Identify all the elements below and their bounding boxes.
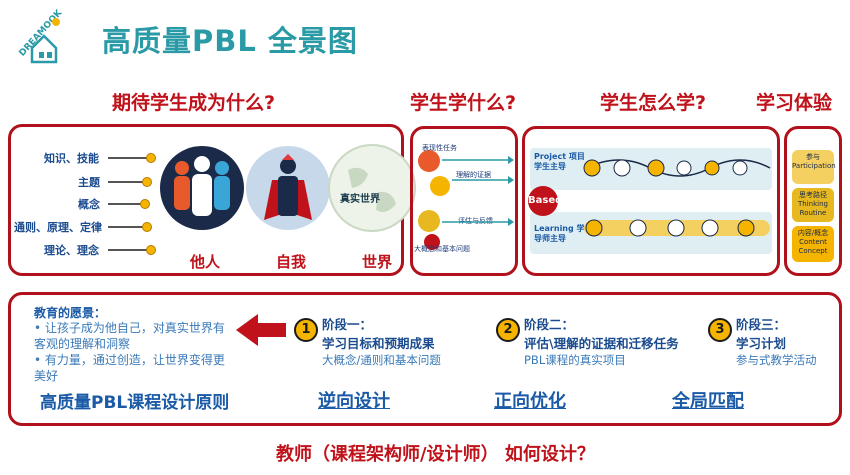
globe-icon [348, 167, 396, 212]
connector-dot [146, 153, 156, 163]
link-global-alignment[interactable]: 全局匹配 [672, 391, 744, 412]
link-forward-optimization[interactable]: 正向优化 [494, 391, 566, 412]
heading-what: 学生学什么? [410, 92, 517, 114]
red-arrow-icon [236, 314, 286, 346]
vision-heading: 教育的愿景： [34, 306, 107, 320]
label-self: 自我 [276, 253, 307, 271]
stage-2: 阶段二： 评估\理解的证据和迁移任务 PBL课程的真实项目 [524, 314, 704, 368]
connector-dot [142, 177, 152, 187]
label-principle: 通则、原理、定律 [14, 221, 102, 234]
link-backward-design[interactable]: 逆向设计 [318, 391, 390, 412]
page-title: 高质量PBL 全景图 [102, 24, 358, 58]
task-icon [418, 150, 440, 172]
vision-bullet-1: • 让孩子成为他自己，对真实世界有客观的理解和洞察 [34, 321, 225, 351]
design-panel [8, 292, 842, 426]
vision-bullet-2: • 有力量，通过创造，让世界变得更美好 [34, 353, 225, 383]
how-panel [522, 126, 780, 276]
what-item-bigidea: 大概念和基本问题 [414, 245, 470, 253]
label-theory: 理论、理念 [44, 244, 99, 257]
exp-participation: 参与 Participation [792, 150, 836, 184]
world-inner-label: 真实世界 [340, 194, 380, 205]
heading-how: 学生怎么学? [600, 92, 707, 114]
what-item-task: 表现性任务 [422, 144, 457, 152]
what-item-feedback: 评估与反馈 [458, 217, 493, 225]
bigidea-icon [424, 234, 440, 250]
stage-sub: PBL课程的真实项目 [524, 353, 626, 367]
others-circle [160, 146, 244, 230]
vision-bullet-text: 有力量，通过创造，让世界变得更美好 [34, 353, 225, 383]
how-flow [583, 159, 771, 237]
footer-question: 教师（课程架构师/设计师） 如何设计？ [276, 444, 595, 465]
tick-bar [107, 150, 109, 255]
label-knowledge: 知识、技能 [44, 152, 99, 165]
stage-3: 阶段三： 学习计划 参与式教学活动 [736, 314, 836, 368]
stage-title: 阶段二： [524, 317, 575, 332]
label-theme: 主题 [78, 176, 100, 189]
label-concept: 概念 [78, 198, 100, 211]
stage-sub: 参与式教学活动 [736, 353, 817, 367]
experience-panel [784, 126, 842, 276]
world-circle [328, 144, 416, 232]
principles-label: 高质量PBL课程设计原则 [40, 393, 230, 413]
people-icon [174, 156, 230, 216]
feedback-icon [418, 210, 440, 232]
dreamook-logo: DREAMOOK [8, 7, 68, 66]
hero-icon [264, 154, 312, 220]
exp-thinking: 思考路径 Thinking Routine [792, 188, 834, 222]
stage-bold: 评估\理解的证据和迁移任务 [524, 336, 679, 351]
project-label: Project 项目 学生主导 [534, 152, 585, 171]
stage-sub: 大概念/通则和基本问题 [322, 353, 441, 367]
connector-line [108, 157, 148, 159]
label-others: 他人 [190, 253, 221, 271]
connector-line [108, 249, 148, 251]
label-world: 世界 [362, 253, 393, 271]
heading-expect: 期待学生成为什么? [112, 92, 276, 114]
connector-line [108, 203, 142, 205]
stage-bold: 学习计划 [736, 336, 787, 351]
stage-bold: 学习目标和预期成果 [322, 336, 435, 351]
stage-title: 阶段一： [322, 317, 373, 332]
connector-dot [142, 222, 152, 232]
stage-1: 阶段一： 学习目标和预期成果 大概念/通则和基本问题 [322, 314, 482, 368]
stage-number-2: 2 [496, 318, 520, 342]
what-arrows [442, 156, 514, 226]
stage-number-3: 3 [708, 318, 732, 342]
based-badge: Based [528, 186, 562, 216]
evidence-icon [430, 176, 450, 196]
exp-content: 内容/概念 Content Concept [792, 226, 834, 262]
what-panel [410, 126, 518, 276]
connector-line [108, 181, 144, 183]
vision-bullet-text: 让孩子成为他自己，对真实世界有客观的理解和洞察 [34, 321, 225, 351]
stage-number-1: 1 [294, 318, 318, 342]
connector-dot [140, 199, 150, 209]
stage-title: 阶段三： [736, 317, 787, 332]
heading-experience: 学习体验 [756, 92, 833, 114]
connector-line [108, 226, 144, 228]
what-item-evidence: 理解的证据 [456, 171, 491, 179]
self-circle [246, 146, 330, 230]
connector-dot [146, 245, 156, 255]
